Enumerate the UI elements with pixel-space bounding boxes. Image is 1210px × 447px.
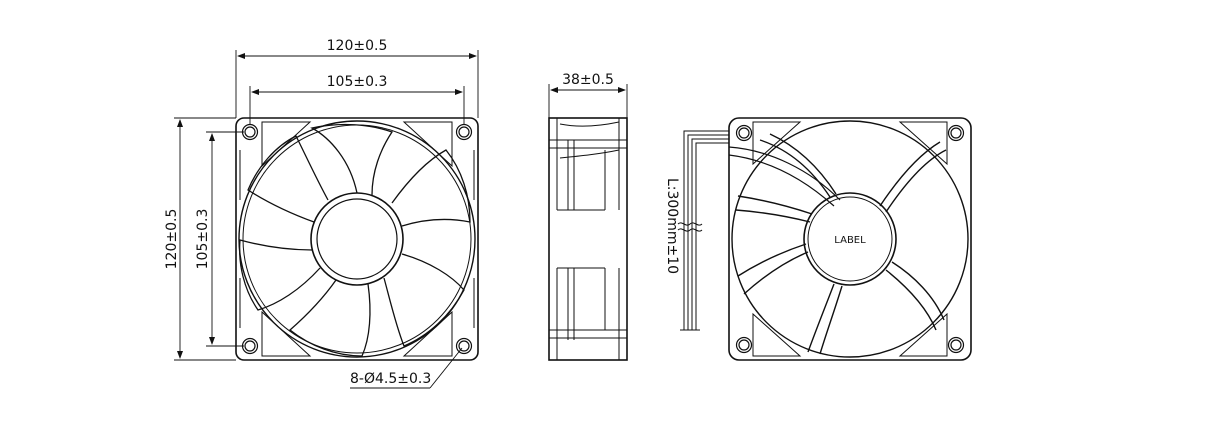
lead-wires — [677, 130, 729, 331]
rear-frame — [728, 117, 972, 361]
front-hub-inner — [316, 198, 398, 280]
dim-overall-width: 120±0.5 — [235, 38, 479, 118]
dim-hole-spacing-height: 105±0.3 — [195, 131, 244, 347]
hub-label-text: LABEL — [834, 235, 866, 246]
overall-height-label: 120±0.5 — [164, 209, 180, 270]
rear-wire-channel — [728, 146, 841, 207]
dim-hole-spacing-width: 105±0.3 — [249, 74, 465, 124]
front-view: 120±0.5 105±0.3 120±0.5 105±0.3 — [164, 38, 479, 389]
front-fan-blades — [238, 123, 471, 357]
front-shroud-inner — [242, 124, 472, 354]
rear-mounting-holes — [735, 124, 965, 354]
overall-width-label: 120±0.5 — [327, 38, 388, 54]
rear-spokes — [735, 133, 947, 355]
front-hub-outer — [310, 192, 404, 286]
dim-thickness: 38±0.5 — [548, 72, 628, 118]
rear-hub-inner — [807, 196, 893, 282]
rear-view: LABEL L:300mm±10 — [664, 117, 972, 361]
lead-length-label: L:300mm±10 — [664, 178, 680, 274]
front-shroud-outer — [238, 120, 476, 358]
mounting-holes-label: 8-Ø4.5±0.3 — [350, 371, 431, 387]
hole-spacing-height-label: 105±0.3 — [195, 209, 211, 270]
rear-shroud-outer — [731, 120, 969, 358]
front-frame — [235, 117, 479, 361]
thickness-label: 38±0.5 — [562, 72, 614, 88]
side-frame — [548, 117, 628, 361]
hole-spacing-width-label: 105±0.3 — [327, 74, 388, 90]
front-mounting-holes — [241, 123, 473, 355]
rear-hub-outer — [803, 192, 897, 286]
rear-corner-webs — [752, 121, 948, 357]
dim-mounting-holes: 8-Ø4.5±0.3 — [350, 347, 463, 389]
front-corner-webs — [239, 121, 475, 357]
side-view: 38±0.5 — [548, 72, 628, 361]
dim-overall-height: 120±0.5 — [164, 117, 236, 361]
